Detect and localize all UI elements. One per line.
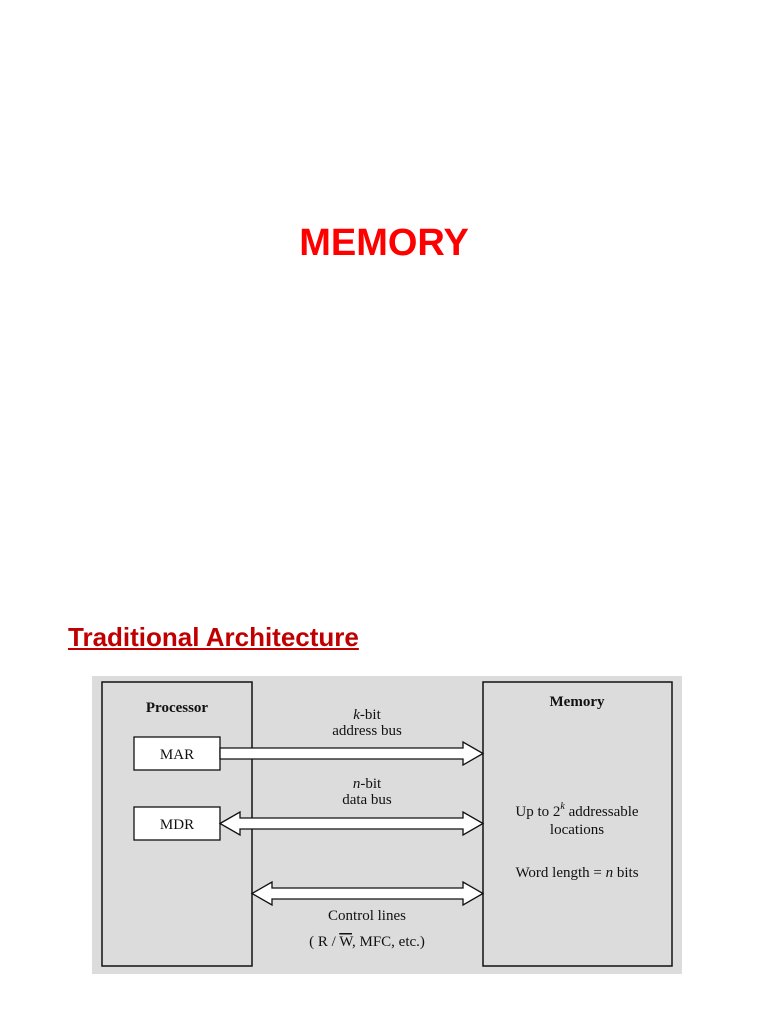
- w-overbar-text: W: [339, 934, 354, 950]
- mdr-register: [133, 806, 221, 841]
- memory-locations-text: Up to 2k addressable: [515, 801, 639, 820]
- data-bus-label-line1: n-bit: [353, 776, 382, 792]
- section-heading: Traditional Architecture: [68, 622, 359, 652]
- address-bus-label-line1: k-bit: [353, 707, 381, 723]
- mar-register: [133, 736, 221, 771]
- processor-label: Processor: [146, 700, 209, 716]
- data-bus-label-line2: data bus: [342, 792, 392, 808]
- memory-block: [482, 681, 673, 967]
- data-bus-arrow: [218, 810, 485, 837]
- control-lines-arrow: [250, 880, 485, 907]
- architecture-diagram: Processor MAR MDR Memory Up to 2k addres…: [92, 676, 682, 974]
- address-bus-arrow: [219, 740, 485, 767]
- memory-label: Memory: [550, 694, 605, 710]
- control-lines-label: Control lines: [328, 908, 406, 924]
- word-length-text: Word length = n bits: [515, 865, 638, 881]
- mdr-label: MDR: [160, 817, 194, 833]
- memory-locations-line2: locations: [550, 822, 604, 838]
- address-bus-label-line2: address bus: [332, 723, 402, 739]
- mar-label: MAR: [160, 747, 194, 763]
- page-title: MEMORY: [299, 222, 469, 264]
- control-signals-label: ( R / W, MFC, etc.): [309, 934, 425, 950]
